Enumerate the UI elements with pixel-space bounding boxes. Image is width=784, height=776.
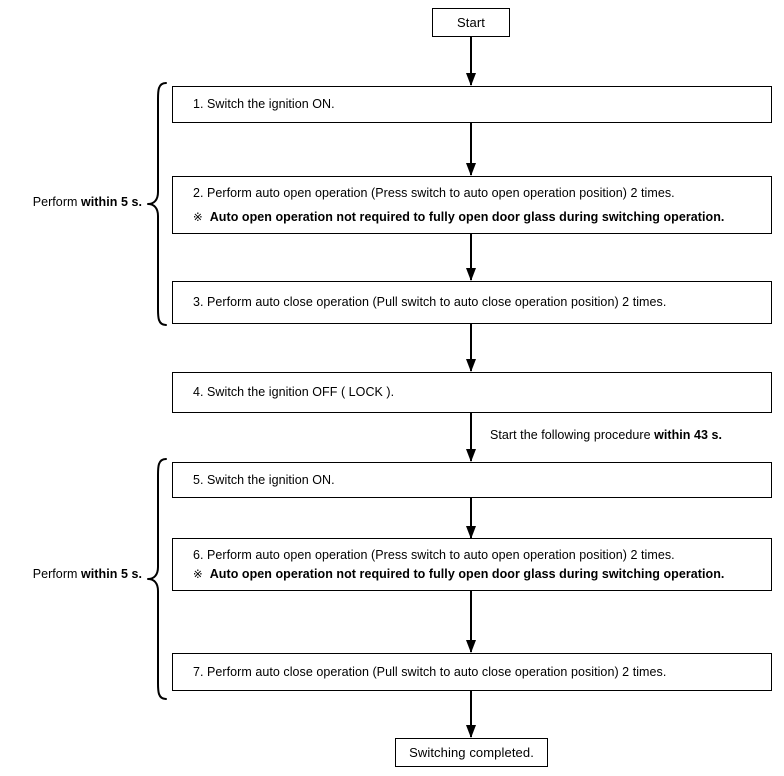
- timing-annotation-prefix: Start the following procedure: [490, 428, 655, 442]
- brace-upper: [146, 82, 168, 326]
- brace-label-lower-prefix: Perform: [32, 567, 82, 581]
- timing-annotation: Start the following procedure within 43 …: [490, 428, 722, 442]
- step-6-text: 6. Perform auto open operation (Press sw…: [193, 548, 675, 563]
- step-1-text: 1. Switch the ignition ON.: [193, 97, 335, 112]
- brace-label-upper: Perform within 5 s.: [16, 195, 142, 209]
- note-marker-icon: ※: [193, 566, 203, 581]
- connector-step4-to-step5: [470, 413, 472, 461]
- step-box-3: 3. Perform auto close operation (Pull sw…: [172, 281, 772, 324]
- end-node: Switching completed.: [395, 738, 548, 767]
- step-2-text: 2. Perform auto open operation (Press sw…: [193, 186, 675, 201]
- start-node: Start: [432, 8, 510, 37]
- step-6-note: ※ Auto open operation not required to fu…: [193, 567, 761, 581]
- step-6-note-text: Auto open operation not required to full…: [209, 566, 725, 581]
- brace-label-upper-emphasis: within 5 s.: [81, 195, 142, 209]
- step-7-text: 7. Perform auto close operation (Pull sw…: [193, 664, 667, 679]
- brace-label-lower-emphasis: within 5 s.: [81, 567, 142, 581]
- timing-annotation-emphasis: within 43 s.: [654, 428, 723, 442]
- brace-label-lower: Perform within 5 s.: [16, 567, 142, 581]
- step-2-note-text: Auto open operation not required to full…: [209, 209, 725, 224]
- connector-step3-to-step4: [470, 324, 472, 371]
- connector-step6-to-step7: [470, 591, 472, 652]
- connector-start-to-step1: [470, 37, 472, 85]
- step-box-6: 6. Perform auto open operation (Press sw…: [172, 538, 772, 591]
- step-4-text: 4. Switch the ignition OFF ( LOCK ).: [193, 385, 395, 400]
- connector-step7-to-end: [470, 691, 472, 737]
- end-node-label: Switching completed.: [409, 745, 534, 760]
- step-3-text: 3. Perform auto close operation (Pull sw…: [193, 295, 667, 310]
- connector-step1-to-step2: [470, 123, 472, 175]
- step-box-5: 5. Switch the ignition ON.: [172, 462, 772, 498]
- step-5-text: 5. Switch the ignition ON.: [193, 472, 335, 487]
- start-node-label: Start: [457, 15, 485, 30]
- connector-step5-to-step6: [470, 498, 472, 538]
- brace-label-upper-prefix: Perform: [32, 195, 82, 209]
- step-box-7: 7. Perform auto close operation (Pull sw…: [172, 653, 772, 691]
- step-box-2: 2. Perform auto open operation (Press sw…: [172, 176, 772, 234]
- step-box-1: 1. Switch the ignition ON.: [172, 86, 772, 123]
- connector-step2-to-step3: [470, 234, 472, 280]
- step-2-note: ※ Auto open operation not required to fu…: [193, 210, 761, 224]
- note-marker-icon: ※: [193, 209, 203, 224]
- brace-lower: [146, 458, 168, 700]
- step-box-4: 4. Switch the ignition OFF ( LOCK ).: [172, 372, 772, 413]
